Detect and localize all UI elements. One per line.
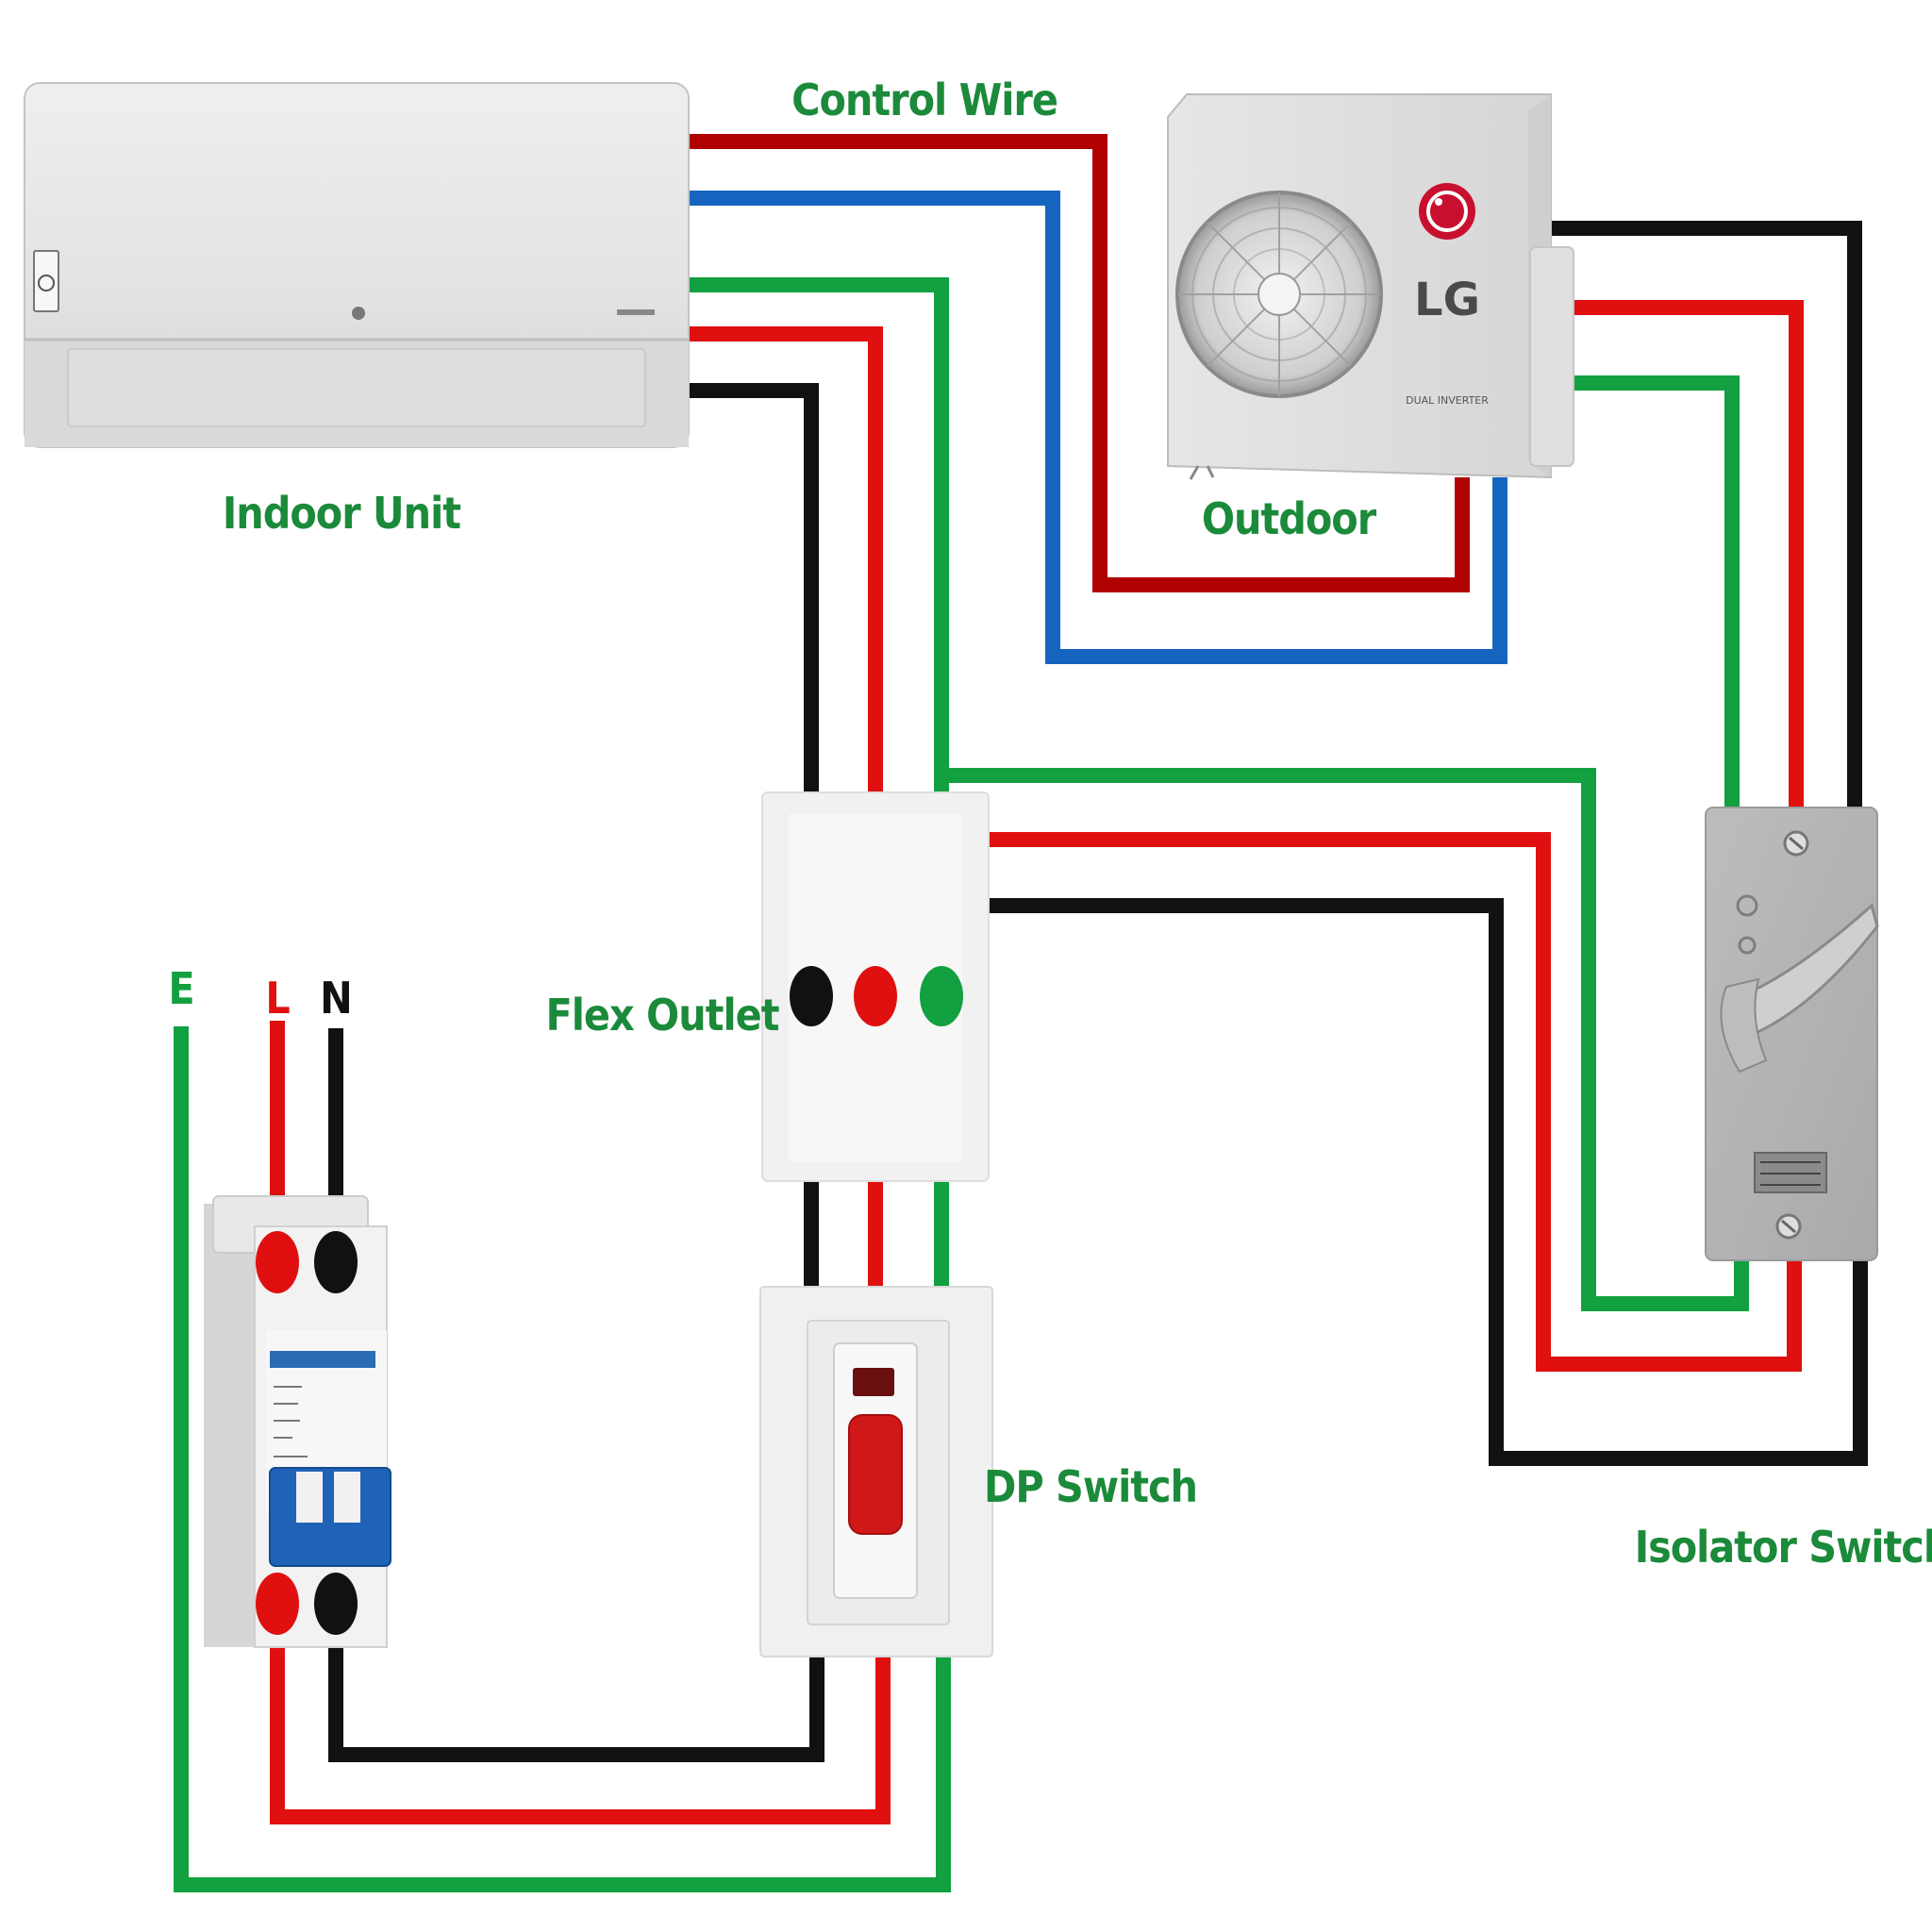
isolator-switch <box>1705 807 1879 1261</box>
outdoor-unit: LG DUAL INVERTER <box>1167 93 1574 480</box>
flex-outlet <box>761 791 990 1182</box>
outdoor-neutral-to-isolator <box>1547 221 1862 823</box>
fan-grille-icon <box>1175 191 1383 398</box>
labels: Control Wire Indoor Unit Outdoor Flex Ou… <box>168 75 1932 1573</box>
mcb-line-live-terminal <box>256 1231 299 1293</box>
label-supply-l: L <box>265 973 290 1024</box>
mcb-neutral-to-dp <box>328 1577 824 1762</box>
outdoor-model-text: DUAL INVERTER <box>1406 394 1489 407</box>
outdoor-brand-logo: LG <box>1414 274 1480 326</box>
label-flex-outlet: Flex Outlet <box>545 990 778 1041</box>
mcb-load-neutral-terminal <box>314 1573 358 1635</box>
wires <box>174 134 1868 1892</box>
isolator-handle[interactable] <box>1720 894 1879 1074</box>
label-dp-switch: DP Switch <box>984 1461 1197 1512</box>
mcb-breaker-icon <box>204 1195 391 1648</box>
mcb-live-to-dp <box>270 1577 891 1824</box>
label-supply-n: N <box>320 973 352 1024</box>
outlet-neutral-to-isolator <box>811 898 1868 1466</box>
dp-switch <box>759 1286 993 1657</box>
control-wire-red <box>681 134 1470 592</box>
outdoor-live-to-isolator <box>1562 300 1804 823</box>
control-wire-blue <box>681 191 1507 664</box>
mcb-load-live-terminal <box>256 1573 299 1635</box>
outdoor-earth-to-isolator <box>1562 375 1740 823</box>
label-outdoor: Outdoor <box>1202 493 1377 544</box>
label-control-wire: Control Wire <box>791 75 1058 125</box>
outlet-neutral-terminal <box>790 966 833 1026</box>
outlet-earth-terminal <box>920 966 963 1026</box>
label-supply-e: E <box>168 963 193 1014</box>
lg-logo-icon <box>1419 183 1475 240</box>
label-isolator-switch: Isolator Switch <box>1635 1522 1932 1573</box>
switch-rocker-icon[interactable] <box>848 1414 903 1535</box>
label-indoor-unit: Indoor Unit <box>223 488 460 539</box>
outlet-live-terminal <box>854 966 897 1026</box>
indoor-unit <box>24 82 690 448</box>
supply-earth-wire <box>174 1026 951 1892</box>
outlet-live-to-isolator <box>875 832 1802 1372</box>
outlet-earth-to-isolator <box>941 768 1749 1311</box>
mcb-line-neutral-terminal <box>314 1231 358 1293</box>
